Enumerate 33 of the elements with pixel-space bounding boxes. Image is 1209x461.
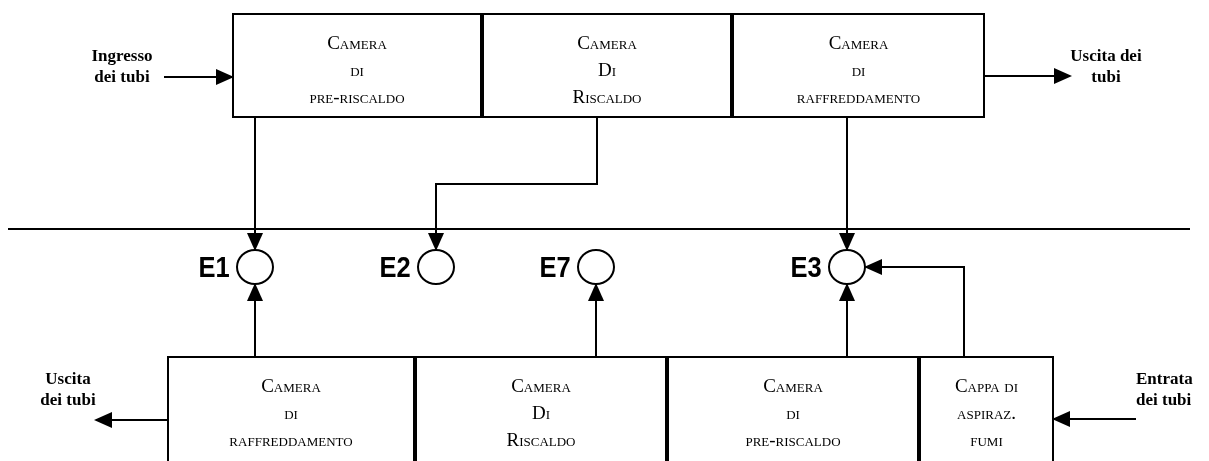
chamber-label: Camera di raffreddamento	[796, 31, 921, 109]
chamber-box	[232, 13, 482, 118]
chamber-box	[167, 356, 415, 461]
connector-arrow	[864, 259, 965, 357]
chamber-box	[482, 13, 732, 118]
connector-arrow	[984, 68, 1072, 84]
flow-label: Uscita dei tubi	[40, 368, 96, 410]
flow-label: Entrata dei tubi	[1136, 368, 1198, 410]
connector-arrow	[428, 117, 598, 251]
terminal-label: E2	[379, 252, 411, 282]
connector-arrow	[247, 117, 263, 251]
chamber-label: Cappa di aspiraz. fumi	[953, 374, 1020, 452]
chamber-label: Camera di raffreddamento	[229, 374, 353, 452]
flow-label: Uscita dei tubi	[1070, 45, 1142, 87]
chamber-label: Camera di pre-riscaldo	[309, 31, 405, 109]
chamber-box	[667, 356, 919, 461]
connector-arrow	[839, 117, 855, 251]
flow-label: Ingresso dei tubi	[80, 45, 164, 87]
terminal-label: E3	[790, 252, 822, 282]
chamber-box	[732, 13, 985, 118]
connector-arrow	[1052, 411, 1137, 427]
chamber-label: Camera di pre-riscaldo	[745, 374, 841, 452]
connector-arrow	[588, 283, 604, 357]
terminal-label: E1	[198, 252, 230, 282]
connector-arrow	[163, 69, 234, 85]
chamber-label: Camera Di Riscaldo	[506, 374, 576, 452]
chamber-label: Camera Di Riscaldo	[572, 31, 642, 109]
chamber-box	[415, 356, 667, 461]
connector-arrow	[839, 283, 855, 357]
connector-arrow	[94, 412, 168, 428]
connector-arrow	[247, 283, 263, 357]
terminal-label: E7	[539, 252, 571, 282]
chamber-box	[919, 356, 1054, 461]
